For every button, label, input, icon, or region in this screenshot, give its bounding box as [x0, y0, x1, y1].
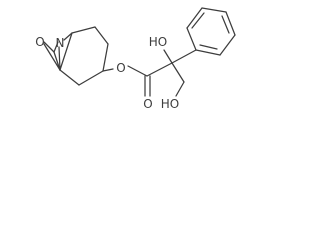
phenyl-bond-5 [186, 7, 203, 29]
phenyl-bond-4 [201, 7, 227, 13]
bond-c6-epoxide-o [43, 41, 55, 53]
bond-c2-c3 [94, 26, 109, 45]
phenyl-bond-1 [195, 49, 221, 56]
bridge-nitrogen-label: N [56, 36, 65, 50]
carbonyl-oxygen-label: O [143, 97, 152, 111]
bond-alpha-c-phenyl [171, 49, 197, 64]
bond-c5-c6ring [59, 69, 80, 86]
bond-c1-c7 [59, 32, 73, 71]
phenyl-double-3 [191, 12, 205, 29]
bond-c3-ester-o [102, 68, 114, 72]
bond-c6-n [53, 41, 59, 53]
phenyl-bond-2 [219, 34, 236, 56]
bond-alpha-c-ch2 [171, 62, 185, 83]
bond-carbonyl-c-alpha-c [146, 62, 173, 77]
chemical-structure-diagram: O N O O HO HO [35, 7, 236, 111]
primary-hydroxyl-label: HO [161, 97, 179, 111]
bond-c1-n [63, 32, 73, 41]
bond-c1-c2 [71, 26, 96, 34]
bond-ester-o-carbonyl-c [127, 65, 148, 77]
ester-oxygen-label: O [116, 61, 125, 75]
bond-c3-c4 [102, 43, 109, 72]
bond-c7-epoxide-o [43, 43, 61, 71]
bond-ch2-oh [175, 81, 185, 97]
epoxide-oxygen-label: O [35, 35, 44, 49]
bond-c5-n [58, 46, 61, 71]
phenyl-bond-3 [225, 11, 236, 36]
phenyl-double-2 [221, 15, 230, 34]
phenyl-bond-6 [186, 27, 197, 51]
bond-alpha-c-oh [163, 49, 173, 64]
phenyl-double-1 [199, 44, 218, 50]
bond-c6-c7 [53, 51, 61, 71]
alpha-hydroxyl-label: HO [149, 35, 167, 49]
bond-c4-c5 [78, 70, 104, 86]
